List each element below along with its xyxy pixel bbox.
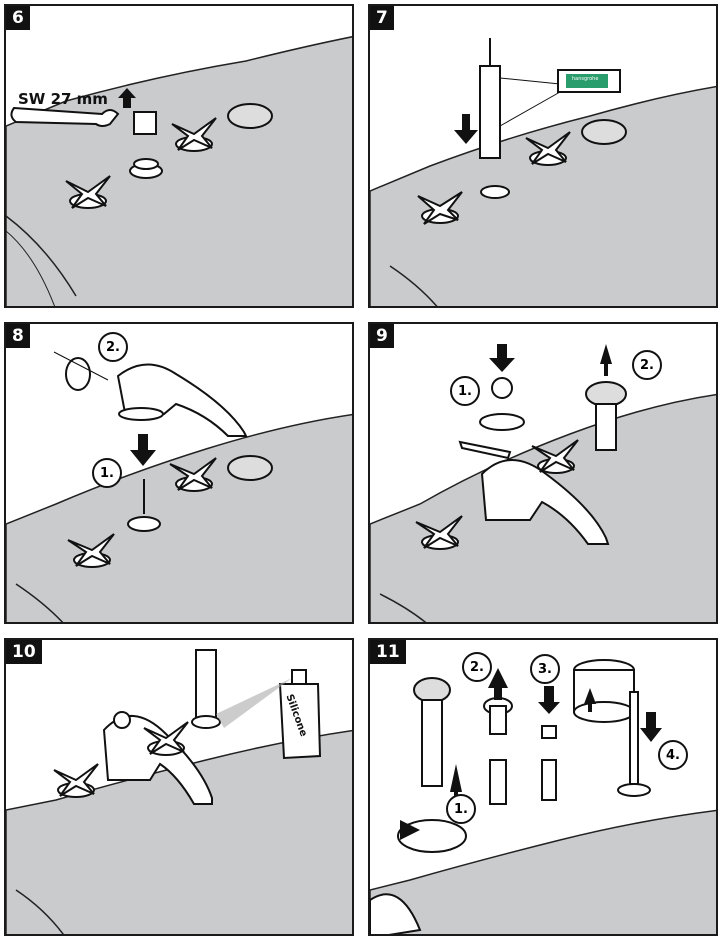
step-number: 8 bbox=[6, 324, 30, 348]
callout-2: 2. bbox=[98, 332, 128, 362]
step-10-panel: 10 Silicone bbox=[4, 638, 354, 936]
callout-2: 2. bbox=[632, 350, 662, 380]
callout-1: 1. bbox=[446, 794, 476, 824]
step-7-panel: 7 hansgrohe bbox=[368, 4, 718, 308]
step-number: 6 bbox=[6, 6, 30, 30]
step-11-panel: 11 2. 3. 1. 4. bbox=[368, 638, 718, 936]
step-7-illustration bbox=[370, 38, 716, 306]
callout-1: 1. bbox=[450, 376, 480, 406]
step-9-panel: 9 1. 2. bbox=[368, 322, 718, 624]
step-8-panel: 8 2. 1. bbox=[4, 322, 354, 624]
step-11-illustration bbox=[370, 659, 716, 934]
step-number: 11 bbox=[370, 640, 406, 664]
callout-1: 1. bbox=[92, 458, 122, 488]
step-number: 7 bbox=[370, 6, 394, 30]
step-6-illustration bbox=[6, 36, 352, 306]
wrench-size-label: SW 27 mm bbox=[18, 90, 108, 108]
step-number: 10 bbox=[6, 640, 42, 664]
step-9-illustration bbox=[370, 344, 716, 622]
tube-label: hansgrohe bbox=[572, 76, 599, 82]
callout-2: 2. bbox=[462, 652, 492, 682]
cross-handle-icon bbox=[65, 175, 111, 209]
step-6-panel: 6 SW 27 mm bbox=[4, 4, 354, 308]
step-8-illustration bbox=[6, 351, 352, 622]
callout-4: 4. bbox=[658, 740, 688, 770]
callout-3: 3. bbox=[530, 654, 560, 684]
step-10-illustration bbox=[6, 649, 352, 934]
step-number: 9 bbox=[370, 324, 394, 348]
